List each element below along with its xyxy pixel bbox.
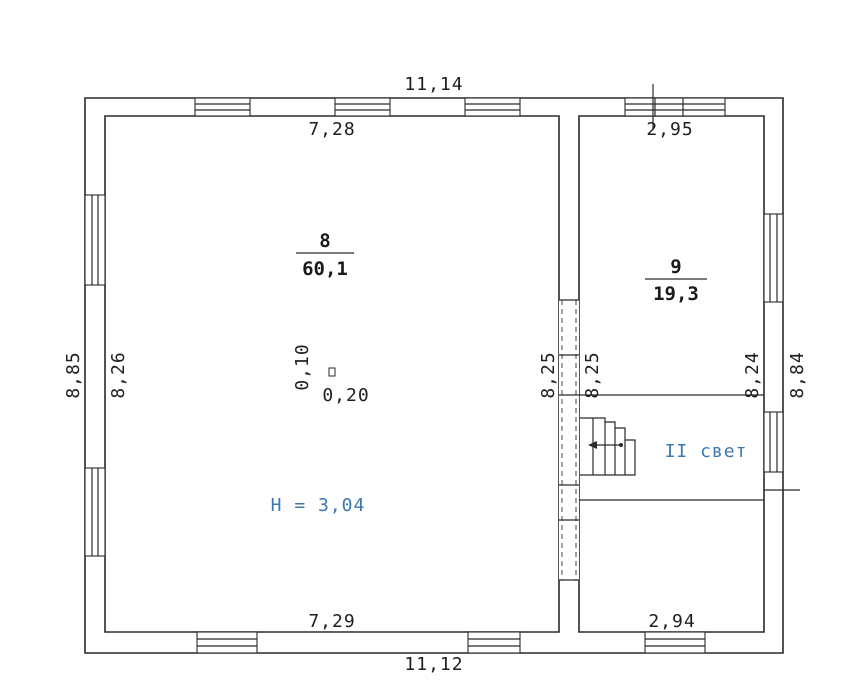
dim-outer-top: 11,14 (404, 74, 463, 95)
dim-column-h: 0,20 (322, 385, 369, 406)
window (196, 631, 258, 654)
dim-room9-right: 8,24 (742, 351, 763, 398)
window (763, 411, 784, 473)
window (467, 631, 521, 654)
walls (84, 97, 784, 654)
room-8-area: 60,1 (302, 258, 348, 280)
window (194, 97, 251, 117)
window (763, 213, 784, 303)
second-light-area (579, 394, 764, 501)
dim-room8-top: 7,28 (308, 119, 355, 140)
dim-outer-bottom: 11,12 (404, 654, 463, 675)
windows-top (194, 84, 726, 130)
room-8-number: 8 (319, 230, 330, 252)
dim-room9-top: 2,95 (646, 119, 693, 140)
window (644, 631, 706, 654)
dim-room9-bottom: 2,94 (648, 611, 695, 632)
room-9-area: 19,3 (653, 283, 699, 305)
dim-outer-left: 8,85 (63, 351, 84, 398)
windows-bottom (196, 631, 706, 654)
window (84, 467, 106, 557)
window (334, 97, 391, 117)
window (624, 97, 726, 117)
room-9-label: 9 19,3 (645, 256, 707, 305)
dim-room9-left: 8,25 (582, 351, 603, 398)
height-label: H = 3,04 (271, 495, 366, 516)
window (464, 97, 521, 117)
window (84, 194, 106, 286)
column-marker (328, 367, 336, 377)
dim-outer-right: 8,84 (787, 351, 808, 398)
second-light-label: II свет (665, 441, 748, 462)
room-8-label: 8 60,1 (296, 230, 354, 280)
windows-right (763, 213, 800, 491)
windows-left (84, 194, 106, 557)
dim-room8-bottom: 7,29 (308, 611, 355, 632)
stair-icon (580, 417, 636, 476)
dim-column-w: 0,10 (292, 343, 313, 390)
dim-room8-right: 8,25 (538, 351, 559, 398)
room-9-number: 9 (670, 256, 681, 278)
partition-opening (559, 299, 579, 581)
dim-room8-left: 8,26 (108, 351, 129, 398)
